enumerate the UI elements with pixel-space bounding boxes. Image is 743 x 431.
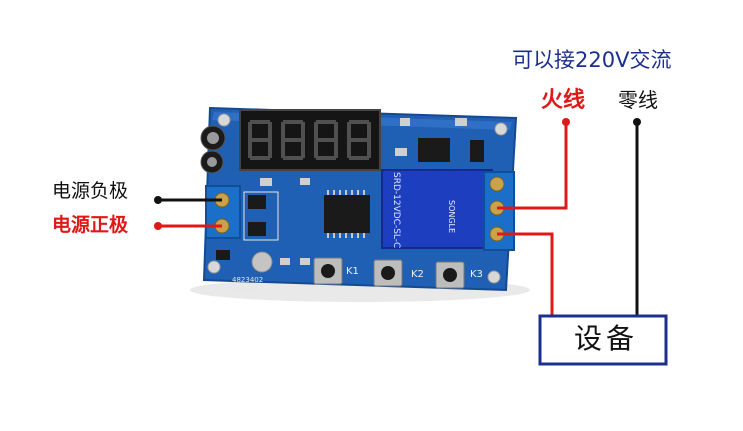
smd-transistor <box>248 195 266 209</box>
smd-component <box>300 258 310 265</box>
terminal-screw <box>489 176 505 192</box>
wire-dot <box>562 118 570 126</box>
device-box <box>538 314 668 366</box>
optocoupler <box>418 138 450 162</box>
capacitor-top <box>207 132 219 144</box>
button-k2-cap[interactable] <box>381 266 395 280</box>
silkscreen-box <box>243 191 279 241</box>
title-label: 可以接220V交流 <box>512 48 672 72</box>
board-code-label: 083181 <box>232 286 259 294</box>
mounting-hole <box>487 270 501 284</box>
mounting-hole <box>207 260 221 274</box>
smd-component <box>395 148 407 156</box>
live-wire-label: 火线 <box>541 88 586 113</box>
button-k1-cap[interactable] <box>321 264 335 278</box>
button-k3-label: K3 <box>470 269 483 280</box>
smd-component <box>470 140 484 162</box>
smd-led <box>400 118 410 126</box>
smd-component <box>260 178 272 186</box>
chip-pins <box>327 190 365 238</box>
smd-transistor <box>248 222 266 236</box>
wire-dot <box>633 118 641 126</box>
device-label: 设备 <box>574 322 639 355</box>
button-k1-label: K1 <box>346 266 359 277</box>
smd-component <box>216 250 230 260</box>
smd-component <box>280 258 290 265</box>
live-wire <box>497 122 568 210</box>
power-negative-label: 电源负极 <box>52 180 129 202</box>
buzzer <box>251 251 273 273</box>
live-wire-to-device <box>497 232 554 316</box>
relay-model-label: SRD-12VDC-SL-C <box>391 172 401 249</box>
mounting-hole <box>217 113 231 127</box>
relay <box>381 169 493 249</box>
capacitor-top <box>207 157 217 167</box>
wire-dot <box>154 196 162 204</box>
board-code-label: 4823402 <box>232 276 264 284</box>
smd-component <box>455 118 467 126</box>
power-positive-label: 电源正极 <box>52 214 129 236</box>
microcontroller-chip <box>324 195 370 233</box>
relay-brand-label: SONGLE <box>447 200 456 234</box>
smd-component <box>300 178 310 185</box>
mounting-hole <box>494 122 508 136</box>
button-k3-cap[interactable] <box>443 268 457 282</box>
button-k2-label: K2 <box>411 269 424 280</box>
display-digits <box>248 120 371 160</box>
wire-dot <box>154 222 162 230</box>
neutral-wire-label: 零线 <box>618 88 658 112</box>
